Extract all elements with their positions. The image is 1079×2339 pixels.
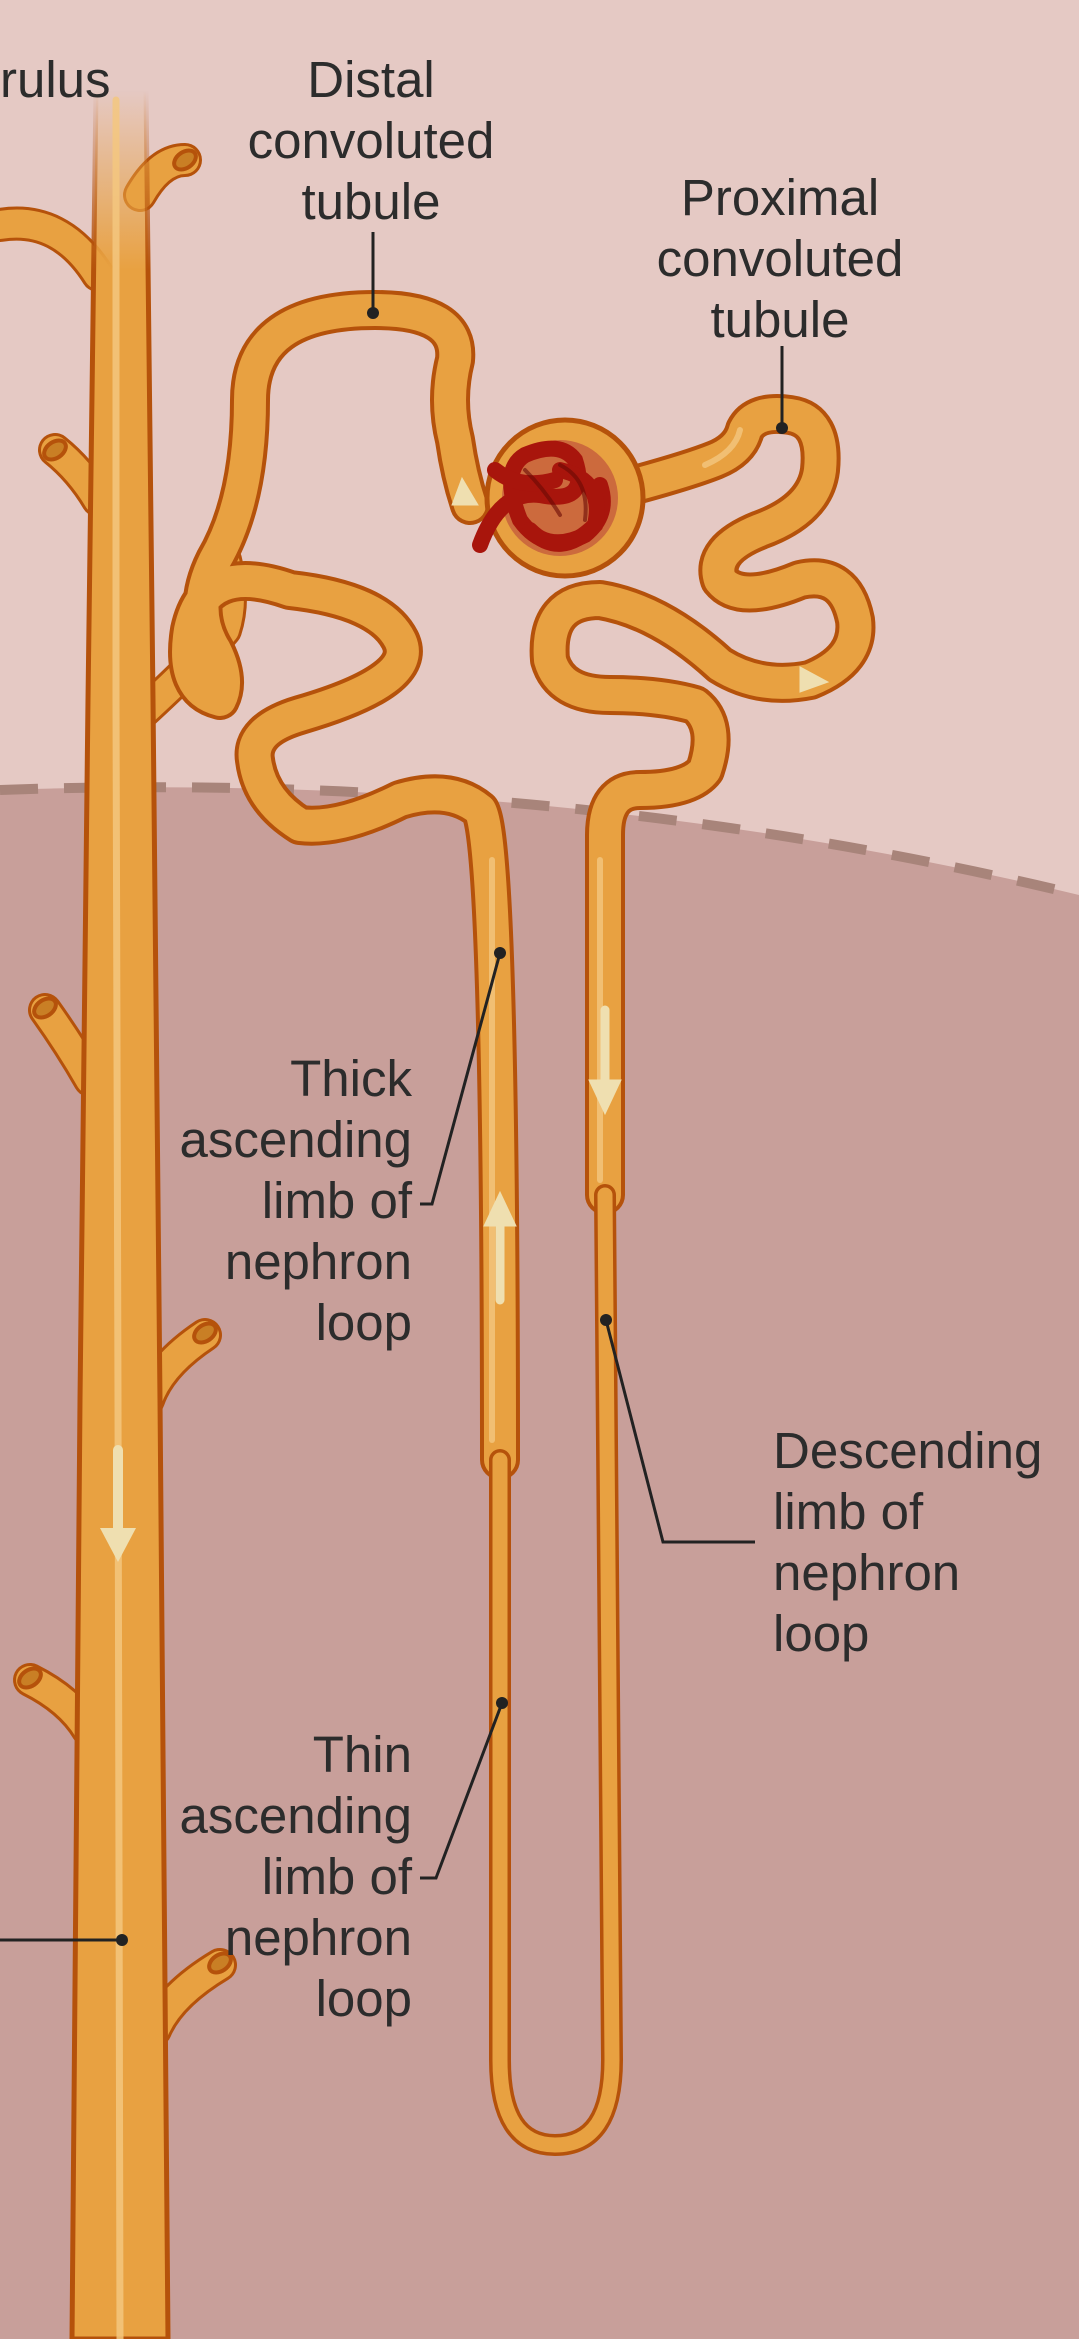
- leader-lines: [0, 232, 784, 1942]
- label-descending-limb: Descending limb of nephron loop: [773, 1422, 1043, 1662]
- collecting-duct: [0, 87, 247, 2339]
- label-glomerulus-partial: rulus: [0, 51, 111, 108]
- label-distal-convoluted-tubule: Distal convoluted tubule: [247, 51, 495, 230]
- label-thick-ascending-limb: Thick ascending limb of nephron loop: [179, 1050, 412, 1351]
- renal-corpuscle: [472, 417, 646, 579]
- glomerulus-capillaries: [472, 440, 611, 553]
- leader-dots: [116, 307, 788, 1946]
- cortex-medulla-boundary: [0, 782, 1079, 900]
- label-proximal-convoluted-tubule: Proximal convoluted tubule: [656, 169, 904, 348]
- medulla-region: [0, 787, 1079, 2339]
- leader-thin-ascending: [420, 1702, 504, 1880]
- leader-thick-ascending: [420, 952, 502, 1206]
- label-thin-ascending-limb: Thin ascending limb of nephron loop: [179, 1726, 412, 2027]
- leader-descending: [604, 1319, 755, 1544]
- flow-arrows: [451, 476, 830, 1305]
